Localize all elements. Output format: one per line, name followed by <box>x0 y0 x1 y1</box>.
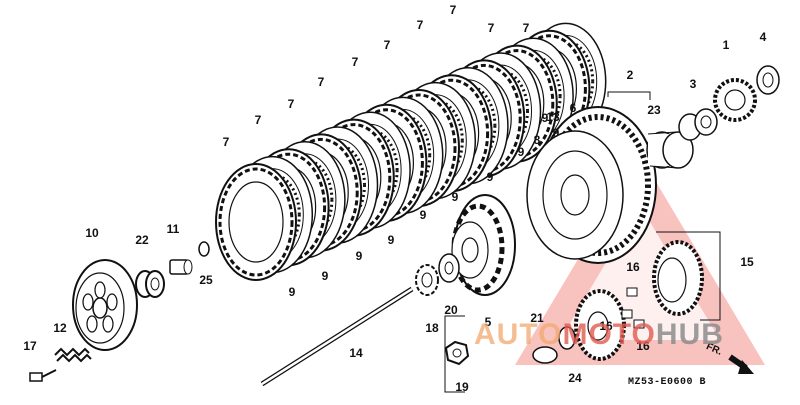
clutch-plate-stack <box>215 22 607 281</box>
callout-9: 9 <box>451 190 459 204</box>
callout-5: 5 <box>484 315 492 329</box>
clutch-outer <box>526 106 657 264</box>
callout-16: 16 <box>599 319 613 333</box>
callout-1: 1 <box>722 38 730 52</box>
clutch-lifter-bearing <box>135 270 165 298</box>
primary-drive-gear <box>574 240 704 361</box>
watermark-part-2: MOTO <box>562 318 656 351</box>
callout-9: 9 <box>541 111 549 125</box>
callout-11: 11 <box>166 222 180 236</box>
watermark-part-3: HUB <box>655 318 724 351</box>
callout-7: 7 <box>522 21 530 35</box>
callout-25: 25 <box>199 273 213 287</box>
friction-disc <box>215 163 297 281</box>
thrust-washer-small <box>198 241 210 257</box>
lifter-rod <box>260 286 414 387</box>
callout-7: 7 <box>487 21 495 35</box>
callout-9: 9 <box>486 170 494 184</box>
leader-lines <box>444 91 721 393</box>
clutch-springs <box>54 347 92 363</box>
callout-2: 2 <box>626 68 634 82</box>
callout-9: 9 <box>517 145 525 159</box>
diagram-code: MZ53-E0600 B <box>628 377 707 388</box>
nut <box>444 340 470 366</box>
drive-gear-washer <box>532 326 576 364</box>
callout-22: 22 <box>135 233 149 247</box>
callout-20: 20 <box>444 303 458 317</box>
callout-19: 19 <box>455 380 469 394</box>
callout-24: 24 <box>568 371 582 385</box>
callout-16: 16 <box>636 339 650 353</box>
watermark-text: AUTOMOTOHUB <box>474 318 724 352</box>
callout-4: 4 <box>759 30 767 44</box>
lifter-piece <box>169 259 193 275</box>
pressure-plate <box>72 259 138 351</box>
clutch-outer-guide <box>646 131 694 169</box>
lock-washer <box>438 253 460 283</box>
callout-6: 6 <box>569 101 577 115</box>
callout-7: 7 <box>416 18 424 32</box>
watermark-part-1: AUTO <box>474 318 563 351</box>
callout-7: 7 <box>254 113 262 127</box>
clutch-spring-bolt <box>29 369 57 382</box>
callout-23: 23 <box>647 103 661 117</box>
callout-8: 8 <box>533 133 541 147</box>
callout-7: 7 <box>351 55 359 69</box>
callout-9: 9 <box>355 249 363 263</box>
callout-18: 18 <box>425 321 439 335</box>
callout-15: 15 <box>740 255 754 269</box>
callout-14: 14 <box>349 346 363 360</box>
callout-7: 7 <box>317 75 325 89</box>
callout-21: 21 <box>530 311 544 325</box>
callout-17: 17 <box>23 339 37 353</box>
callout-3: 3 <box>689 77 697 91</box>
oil-pump-drive-sprocket <box>713 78 757 122</box>
callout-9: 9 <box>419 208 427 222</box>
callout-9: 9 <box>387 233 395 247</box>
direction-arrow-icon <box>728 354 754 374</box>
callout-7: 7 <box>222 135 230 149</box>
damper-springs <box>621 287 645 329</box>
lock-nut <box>415 264 439 296</box>
bushing <box>678 108 718 141</box>
callout-9: 9 <box>552 126 560 140</box>
callout-16: 16 <box>626 260 640 274</box>
callout-10: 10 <box>85 226 99 240</box>
callout-7: 7 <box>449 3 457 17</box>
callout-7: 7 <box>383 38 391 52</box>
thrust-washer <box>756 65 780 95</box>
clutch-center <box>451 194 516 296</box>
callout-9: 9 <box>288 285 296 299</box>
callout-12: 12 <box>53 321 67 335</box>
callout-13: 13 <box>546 110 560 124</box>
callout-9: 9 <box>321 269 329 283</box>
callout-7: 7 <box>287 97 295 111</box>
